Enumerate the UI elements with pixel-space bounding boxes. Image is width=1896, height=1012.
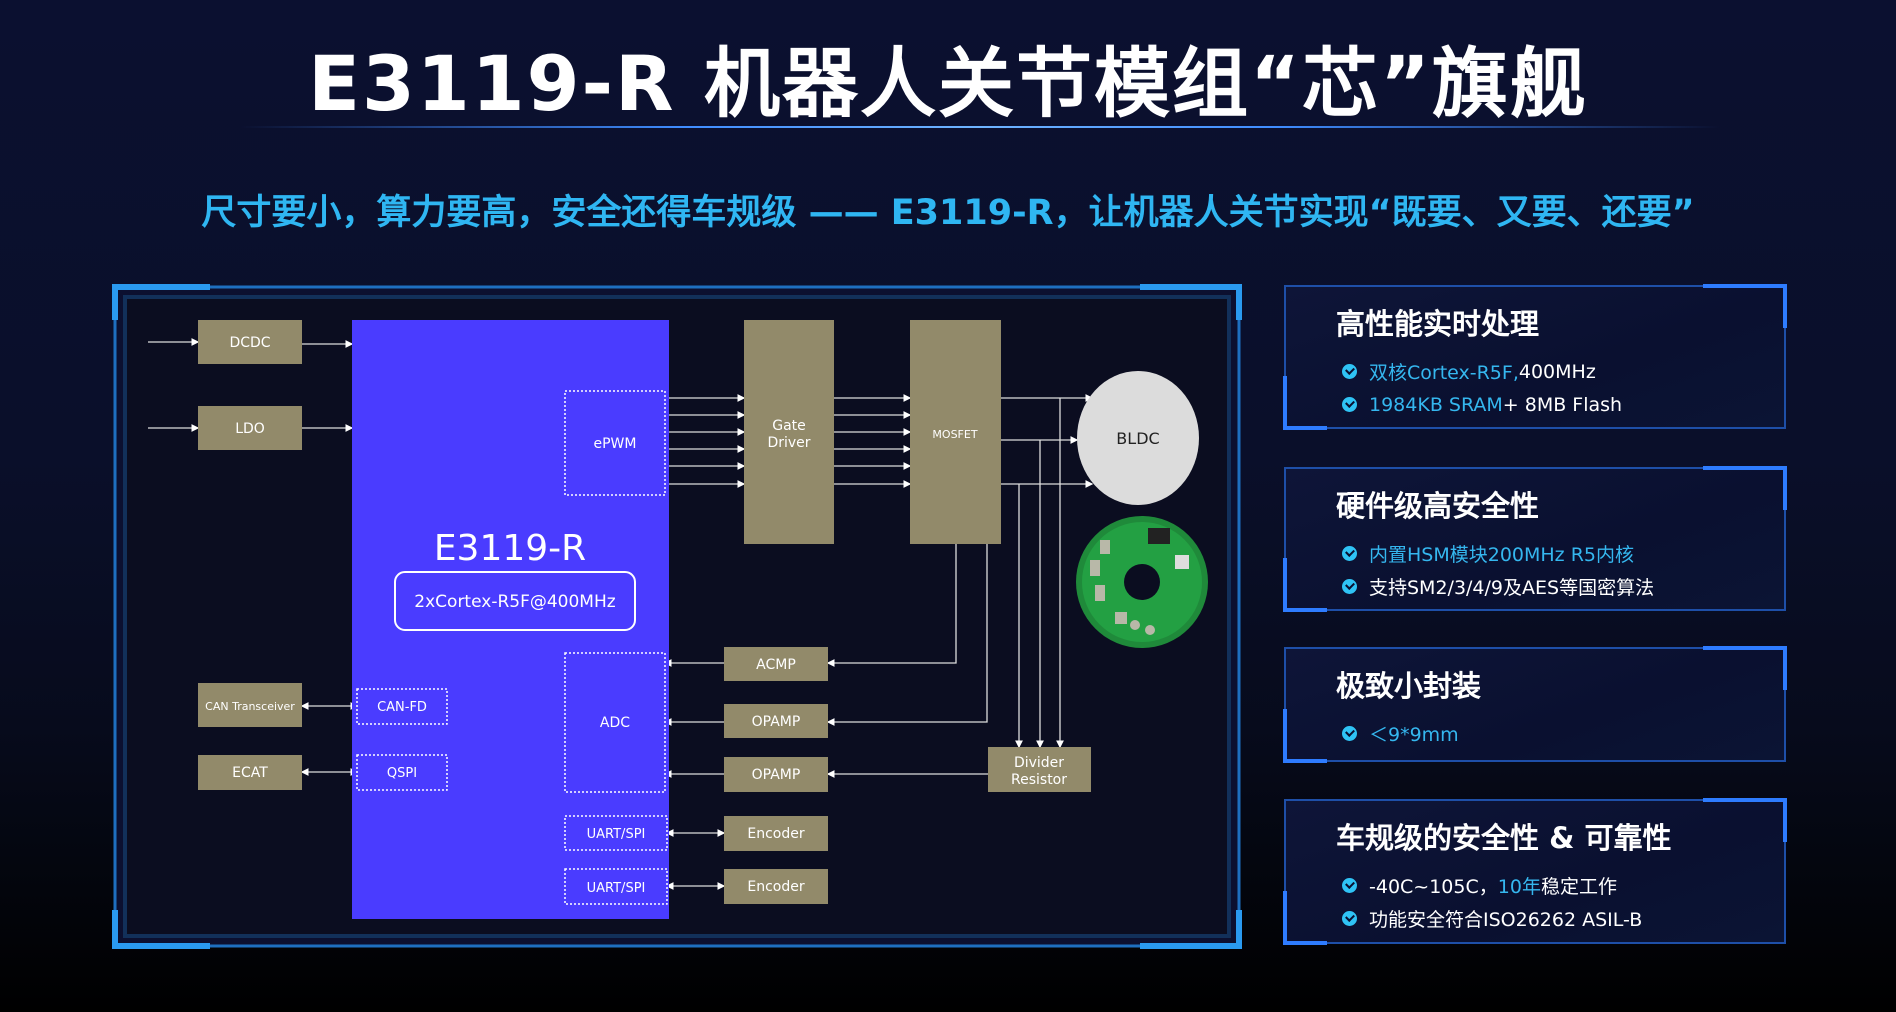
mosfet-label: MOSFET [932, 428, 977, 441]
card-items: 内置HSM模块200MHz R5内核支持SM2/3/4/9及AES等国密算法 [1342, 537, 1654, 603]
can-transceiver-block [198, 683, 302, 727]
dcdc-label: DCDC [229, 335, 270, 351]
pcb-board-image [1076, 516, 1208, 648]
acmp-block [724, 647, 828, 681]
frame-corner [1140, 910, 1242, 949]
chip-name: E3119-R [434, 528, 586, 569]
check-circle-icon [1342, 579, 1357, 594]
card-title: 硬件级高安全性 [1336, 489, 1540, 523]
page-title: E3119-R 机器人关节模组“芯”旗舰 [308, 39, 1588, 128]
check-circle-icon [1342, 546, 1357, 561]
feature-item: 支持SM2/3/4/9及AES等国密算法 [1342, 570, 1654, 603]
bldc-motor [1077, 371, 1199, 505]
item-highlight: 内置HSM模块200MHz R5内核 [1369, 544, 1634, 566]
acmp-label: ACMP [756, 657, 796, 673]
card-items: ＜9*9mm [1342, 717, 1459, 750]
frame-corner [112, 910, 210, 949]
gate-driver-label: Driver [767, 435, 810, 451]
feature-item: 功能安全符合ISO26262 ASIL-B [1342, 902, 1642, 935]
card-items: -40C~105C，10年稳定工作功能安全符合ISO26262 ASIL-B [1342, 869, 1642, 935]
chip-core-label: 2xCortex-R5F@400MHz [414, 592, 615, 612]
card-title: 高性能实时处理 [1336, 307, 1540, 341]
uart-spi-label: UART/SPI [587, 881, 646, 896]
uart-spi-block [564, 868, 668, 905]
feature-card: 极致小封装 ＜9*9mm [1283, 646, 1787, 763]
item-highlight: 1984KB SRAM [1369, 393, 1503, 416]
check-circle-icon [1342, 364, 1357, 379]
can-transceiver-label: CAN Transceiver [205, 700, 295, 713]
epwm-label: ePWM [594, 436, 637, 452]
feature-item: ＜9*9mm [1342, 717, 1459, 750]
ecat-block [198, 755, 302, 790]
opamp-block [724, 757, 828, 792]
chip-core-box [394, 571, 636, 631]
check-circle-icon [1342, 397, 1357, 412]
encoder-label: Encoder [747, 879, 804, 895]
chip-block [352, 320, 669, 919]
item-highlight: 10年 [1497, 876, 1541, 898]
check-circle-icon [1342, 878, 1357, 893]
bldc-label: BLDC [1116, 429, 1159, 448]
card-title: 极致小封装 [1336, 669, 1482, 703]
title-divider [240, 126, 1720, 128]
feature-item: -40C~105C，10年稳定工作 [1342, 869, 1642, 902]
diagram-inner [123, 295, 1231, 938]
opamp-label: OPAMP [752, 767, 801, 783]
item-text: 稳定工作 [1540, 876, 1617, 898]
frame-corner [1140, 284, 1242, 320]
dcdc-block [198, 320, 302, 364]
qspi-label: QSPI [387, 766, 417, 781]
feature-item: 双核Cortex-R5F, 400MHz [1342, 355, 1622, 388]
page-subtitle: 尺寸要小，算力要高，安全还得车规级 —— E3119-R，让机器人关节实现“既要… [201, 193, 1695, 233]
check-circle-icon [1342, 911, 1357, 926]
item-text: + 8MB Flash [1502, 393, 1623, 416]
divider-label: Divider [1014, 755, 1064, 771]
ecat-label: ECAT [232, 765, 268, 781]
divider-label: Resistor [1011, 772, 1067, 788]
ldo-label: LDO [235, 421, 265, 437]
feature-item: 1984KB SRAM + 8MB Flash [1342, 388, 1622, 421]
item-text: 支持SM2/3/4/9及AES等国密算法 [1369, 577, 1655, 599]
frame-corner [112, 284, 210, 320]
ldo-block [198, 406, 302, 450]
check-circle-icon [1342, 726, 1357, 741]
encoder-block [724, 816, 828, 851]
gate-driver-label: Gate [772, 418, 806, 434]
connections [148, 338, 1094, 890]
item-text: -40C~105C， [1369, 876, 1498, 898]
epwm-block [564, 390, 666, 496]
divider-resistor-block [988, 747, 1091, 792]
mosfet-block [910, 320, 1001, 544]
can-fd-label: CAN-FD [377, 700, 427, 715]
item-highlight: 双核Cortex-R5F, [1369, 362, 1519, 384]
adc-label: ADC [600, 715, 630, 731]
gate-driver-block [744, 320, 834, 544]
uart-spi-label: UART/SPI [587, 827, 646, 842]
feature-item: 内置HSM模块200MHz R5内核 [1342, 537, 1654, 570]
item-text: 功能安全符合ISO26262 ASIL-B [1369, 909, 1643, 931]
qspi-block [356, 754, 448, 791]
encoder-label: Encoder [747, 826, 804, 842]
feature-card: 车规级的安全性 & 可靠性 -40C~105C，10年稳定工作功能安全符合ISO2… [1283, 798, 1787, 945]
item-text: 400MHz [1518, 360, 1596, 383]
item-highlight: ＜9*9mm [1369, 724, 1459, 746]
card-title: 车规级的安全性 & 可靠性 [1336, 821, 1672, 855]
encoder-block [724, 869, 828, 904]
can-fd-block [356, 688, 448, 725]
feature-card: 硬件级高安全性内置HSM模块200MHz R5内核支持SM2/3/4/9及AES… [1283, 466, 1787, 612]
opamp-block [724, 704, 828, 738]
adc-block [564, 652, 666, 793]
opamp-label: OPAMP [752, 714, 801, 730]
